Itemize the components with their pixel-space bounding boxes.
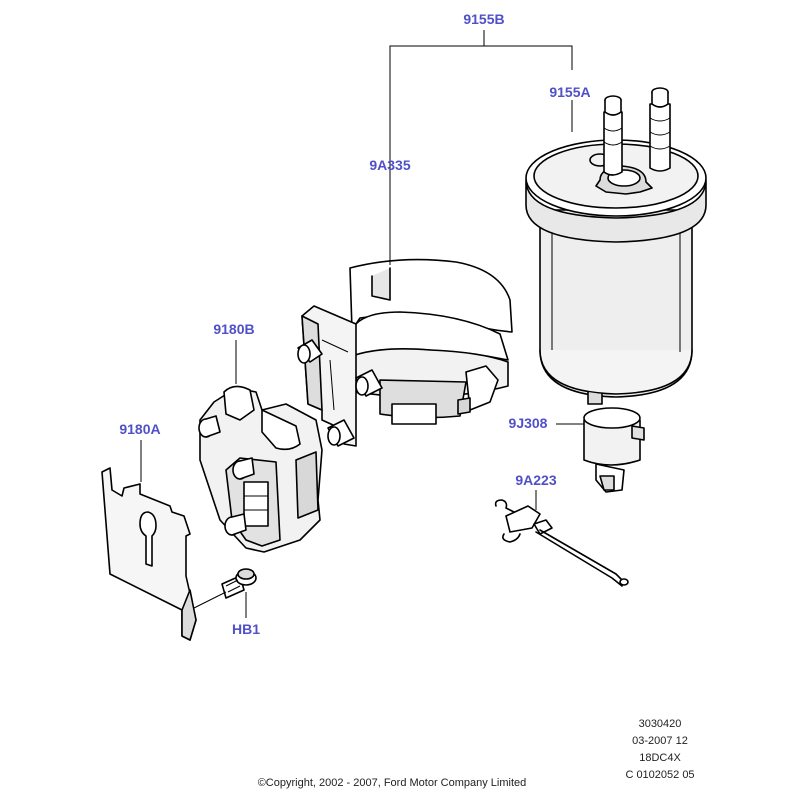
copyright-text: ©Copyright, 2002 - 2007, Ford Motor Comp… [258,777,527,789]
fuel-filter [525,87,707,405]
callout-9155a: 9155A [549,84,590,100]
ref-code-3: 18DC4X [639,752,681,764]
mount-bracket-upper [198,385,323,553]
callout-9180a: 9180A [119,421,160,437]
water-sensor [583,407,645,493]
callout-9180b: 9180B [213,321,254,337]
stud-upper [297,339,323,364]
callout-9a335: 9A335 [369,157,410,173]
callout-hb1: HB1 [232,621,260,637]
ref-code-4: C 0102052 05 [625,769,694,781]
callout-9j308: 9J308 [509,415,548,431]
filter-bracket [297,258,513,447]
callout-9a223: 9A223 [515,472,556,488]
stud-lower [327,419,355,447]
ref-code-1: 3030420 [639,718,682,730]
stud-middle [355,369,383,397]
callout-9155b: 9155B [463,11,504,27]
ref-code-2: 03-2007 12 [632,735,688,747]
bolt [221,568,257,599]
mount-plate [101,467,197,641]
leader-lines [140,30,584,618]
wiring-clip [494,499,629,587]
